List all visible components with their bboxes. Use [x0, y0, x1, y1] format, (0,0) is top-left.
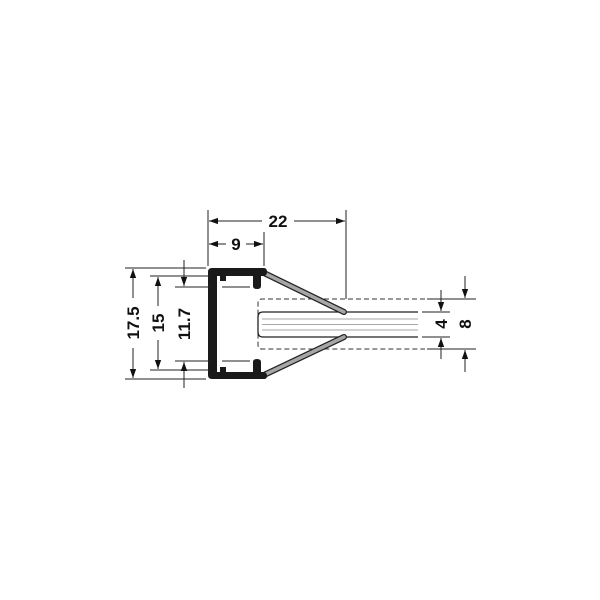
dim-22: 22 — [269, 212, 288, 231]
dim-9: 9 — [231, 235, 240, 254]
dim-15: 15 — [149, 314, 168, 333]
dim-8: 8 — [456, 319, 475, 328]
dim-11-7: 11.7 — [175, 308, 194, 340]
glass-max-outline — [257, 298, 425, 350]
glass-panel — [257, 311, 418, 338]
u-profile — [208, 268, 267, 379]
dim-17-5: 17.5 — [124, 306, 143, 339]
seal-fins — [261, 270, 347, 378]
dim-4: 4 — [432, 319, 451, 329]
